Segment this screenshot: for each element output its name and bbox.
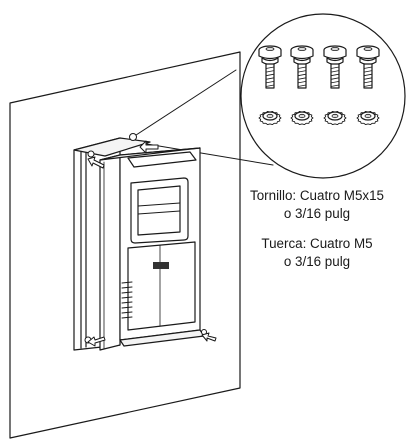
screw-icon bbox=[129, 133, 137, 141]
arrows bbox=[87, 140, 217, 347]
arrow-icon bbox=[139, 140, 159, 154]
drive-unit bbox=[99, 147, 205, 351]
nut-icon bbox=[258, 110, 282, 126]
callout-circle bbox=[240, 13, 406, 179]
screw-caption: Tornillo: Cuatro M5x15 o 3/16 pulg bbox=[226, 187, 408, 223]
nut-caption-line2: o 3/16 pulg bbox=[283, 254, 351, 269]
screw-icon bbox=[323, 45, 347, 89]
vent-grille bbox=[121, 281, 133, 319]
screw-row bbox=[258, 45, 380, 89]
keypad-window bbox=[130, 177, 189, 244]
nut-caption-line1: Tuerca: Cuatro M5 bbox=[261, 236, 373, 251]
screw-caption-line1: Tornillo: Cuatro M5x15 bbox=[250, 188, 384, 203]
screw-icon bbox=[290, 45, 314, 89]
arrow-icon bbox=[201, 332, 217, 342]
screw-icon bbox=[356, 45, 380, 89]
nut-icon bbox=[356, 110, 380, 126]
screw-icon bbox=[258, 45, 282, 89]
nut-icon bbox=[290, 110, 314, 126]
nut-icon bbox=[323, 110, 347, 126]
screw-caption-line2: o 3/16 pulg bbox=[283, 206, 351, 221]
nut-caption: Tuerca: Cuatro M5 o 3/16 pulg bbox=[226, 235, 408, 271]
screw-icon bbox=[87, 150, 95, 158]
nut-row bbox=[258, 110, 380, 126]
arrow-icon bbox=[87, 336, 106, 347]
brand-logo bbox=[153, 262, 169, 269]
arrow-icon bbox=[87, 156, 105, 169]
callout-leaders bbox=[132, 69, 274, 166]
